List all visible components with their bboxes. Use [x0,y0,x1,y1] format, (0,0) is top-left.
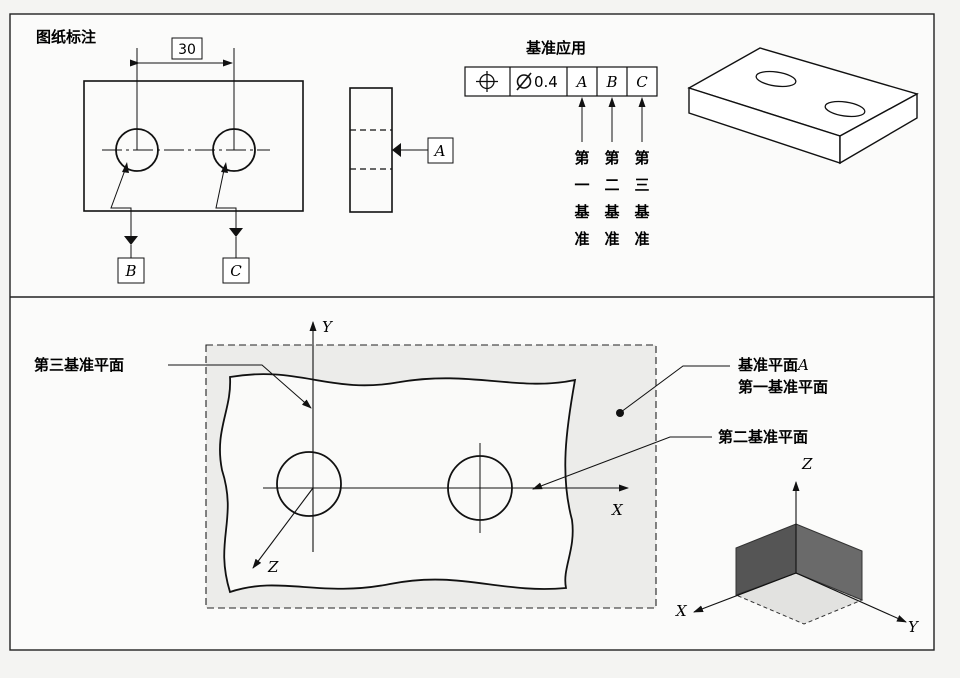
drf-y-label: Y [908,618,920,636]
datum-note-1-char-1: 第 [574,149,589,167]
datum-note-3-char-3: 基 [633,203,650,221]
plate-front-outline [83,80,304,212]
fcf-datum-2: B [605,73,617,91]
leader-plane-a-dot [616,409,624,417]
leader-third-plane [168,364,312,409]
datum-note-1-char-2: 一 [574,176,589,194]
leader-arrow-c [221,162,228,173]
datum-triangle-a [392,143,401,157]
z-axis-label: Z [267,558,279,576]
datum-reference-frame: Z X Y [675,455,920,636]
datum-box-c [222,257,250,284]
datum-note-2-char-1: 第 [604,149,619,167]
callout-plane-a-letter: A [796,356,809,374]
y-axis-label: Y [322,318,334,336]
datum-box-b [117,257,145,284]
position-symbol-icon [476,71,498,92]
leader-arrow-b [122,162,129,173]
side-view: A [349,87,454,213]
datum-letter-b: B [124,262,136,280]
dimension-box [171,37,203,60]
fcf-datum-3: C [636,73,648,91]
feature-control-frame: 基准应用 0.4 A B C 第 一 基 准 第 二 基 准 第 [464,39,658,248]
datum-note-3-char-4: 准 [634,230,649,248]
callout-first-plane: 第一基准平面 [738,378,828,396]
leader-datum-b [110,169,132,236]
plate-hole-2 [824,100,866,118]
z-axis [252,487,314,569]
fcf-datum-1: A [575,73,588,91]
part-outline [219,373,577,594]
drf-z-label: Z [801,455,813,473]
panel-title: 图纸标注 [36,28,96,46]
callout-plane-a: 基准平面A [737,356,809,374]
fcf-heading: 基准应用 [525,39,586,57]
fcf-tolerance: 0.4 [534,73,558,91]
dimension-value: 30 [178,42,196,58]
callout-second-plane: 第二基准平面 [718,428,808,446]
callout-third-plane: 第三基准平面 [34,356,124,374]
drf-y-axis [795,572,907,623]
diameter-symbol-icon [516,72,532,91]
x-axis-label: X [611,501,624,519]
datum-box-a [427,137,454,164]
datum-note-3-char-1: 第 [634,149,649,167]
drf-x-axis [693,572,797,613]
plate-hole-1 [755,70,797,88]
leader-second-plane [532,436,712,490]
plate-side-face [839,92,918,165]
callout-plane-a-text: 基准平面 [737,356,798,374]
bottom-hole-left [276,451,342,517]
datum-letter-a: A [433,142,446,160]
front-view: 30 B C [83,37,304,284]
isometric-plate [687,47,919,165]
datum-triangle-c [229,228,243,237]
drf-x-label: X [675,602,688,620]
datum-note-1-char-4: 准 [574,230,589,248]
datum-note-3-char-2: 三 [634,176,649,194]
datum-triangle-b [124,236,138,245]
leader-plane-a [620,365,730,413]
datum-note-2-char-2: 二 [604,176,619,194]
datum-letter-c: C [230,262,242,280]
datum-note-2-char-3: 基 [603,203,620,221]
datum-note-2-char-4: 准 [604,230,619,248]
datum-note-1-char-3: 基 [573,203,590,221]
leader-datum-c [215,169,237,228]
